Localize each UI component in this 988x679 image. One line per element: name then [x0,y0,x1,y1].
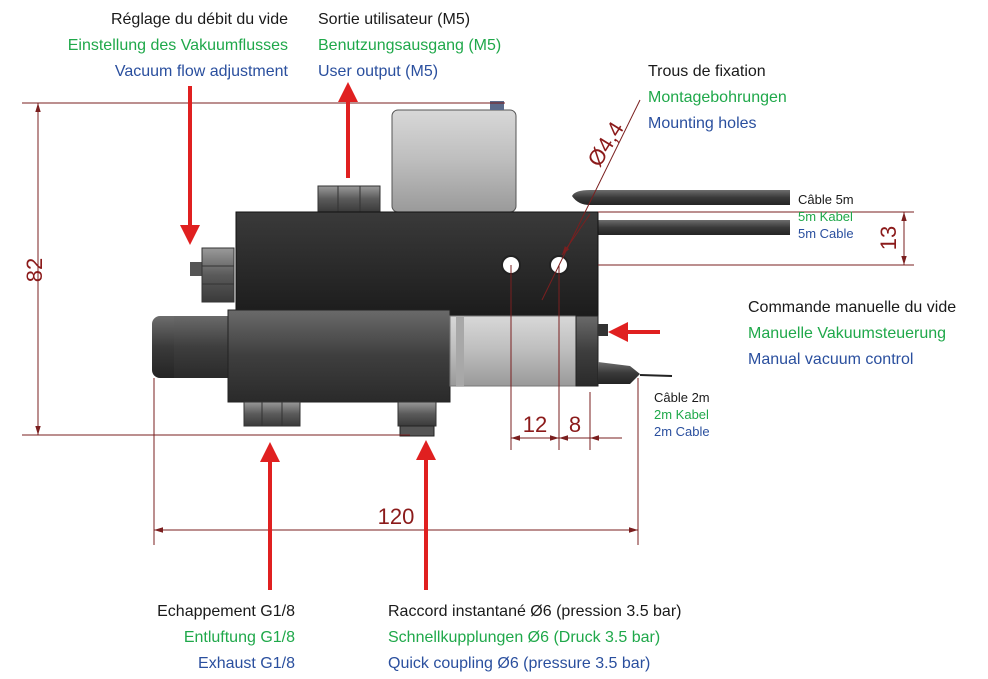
cable-2m [639,374,673,377]
svg-text:Mounting holes: Mounting holes [648,115,757,132]
svg-text:Echappement G1/8: Echappement G1/8 [157,603,295,620]
svg-text:Câble 2m: Câble 2m [654,390,710,405]
svg-text:Einstellung des Vakuumflusses: Einstellung des Vakuumflusses [68,37,288,54]
cable-5m-lower [592,220,790,235]
svg-text:Commande manuelle du vide: Commande manuelle du vide [748,299,956,316]
dim-hole-spacing: 12 [523,412,547,437]
svg-text:Réglage du débit du vide: Réglage du débit du vide [111,11,288,28]
svg-text:User output (M5): User output (M5) [318,63,438,80]
silencer-collar [174,316,230,378]
svg-text:5m Kabel: 5m Kabel [798,209,853,224]
dim-height: 82 [22,258,47,282]
top-nut [317,185,381,213]
svg-text:5m Cable: 5m Cable [798,226,854,241]
dim-hole-edge: 8 [569,412,581,437]
solenoid-head [391,109,517,213]
svg-text:Quick coupling Ø6 (pressure 3.: Quick coupling Ø6 (pressure 3.5 bar) [388,655,650,672]
label-cable-2m: Câble 2m 2m Kabel 2m Cable [654,390,710,439]
callout-arrows [180,82,660,590]
svg-text:Manuelle Vakuumsteuerung: Manuelle Vakuumsteuerung [748,325,946,342]
label-quick-coupling: Raccord instantané Ø6 (pression 3.5 bar)… [388,603,681,672]
svg-text:Manual vacuum control: Manual vacuum control [748,351,913,368]
label-user-output: Sortie utilisateur (M5) Benutzungsausgan… [318,11,501,80]
cable-5m-upper [572,190,790,205]
label-cable-5m: Câble 5m 5m Kabel 5m Cable [798,192,854,241]
svg-text:Schnellkupplungen Ø6 (Druck 3.: Schnellkupplungen Ø6 (Druck 3.5 bar) [388,629,660,646]
label-mounting-holes: Trous de fixation Montagebohrungen Mount… [648,63,787,132]
manual-control-block [575,315,599,387]
dim-cable-offset: 13 [876,226,901,250]
lower-silver-section [449,315,581,387]
manual-control-button [598,324,608,336]
svg-text:2m Cable: 2m Cable [654,424,710,439]
svg-text:Exhaust G1/8: Exhaust G1/8 [198,655,295,672]
dim-length: 120 [378,504,415,529]
label-manual-control: Commande manuelle du vide Manuelle Vakuu… [748,299,956,368]
svg-text:Montagebohrungen: Montagebohrungen [648,89,787,106]
svg-text:Trous de fixation: Trous de fixation [648,63,766,80]
quick-coupling-fitting [397,401,437,427]
svg-text:Raccord instantané Ø6 (pressio: Raccord instantané Ø6 (pression 3.5 bar) [388,603,681,620]
dimension-lines [22,99,914,545]
adjust-screw [190,262,204,276]
vacuum-generator-device [152,101,790,437]
dim-hole-diameter: Ø4,4 [582,117,628,171]
svg-text:Entluftung G1/8: Entluftung G1/8 [184,629,295,646]
user-output-port [490,101,504,110]
svg-text:2m Kabel: 2m Kabel [654,407,709,422]
lower-body [227,309,451,403]
cable-2m-connector [598,362,640,384]
adjust-nut [201,247,235,303]
svg-text:Sortie utilisateur (M5): Sortie utilisateur (M5) [318,11,470,28]
svg-text:Vacuum flow adjustment: Vacuum flow adjustment [115,63,289,80]
label-exhaust: Echappement G1/8 Entluftung G1/8 Exhaust… [157,603,295,672]
label-vacuum-flow: Réglage du débit du vide Einstellung des… [68,11,289,80]
exhaust-fitting [243,401,301,427]
svg-text:Câble 5m: Câble 5m [798,192,854,207]
svg-text:Benutzungsausgang (M5): Benutzungsausgang (M5) [318,37,501,54]
upper-body [235,211,599,317]
